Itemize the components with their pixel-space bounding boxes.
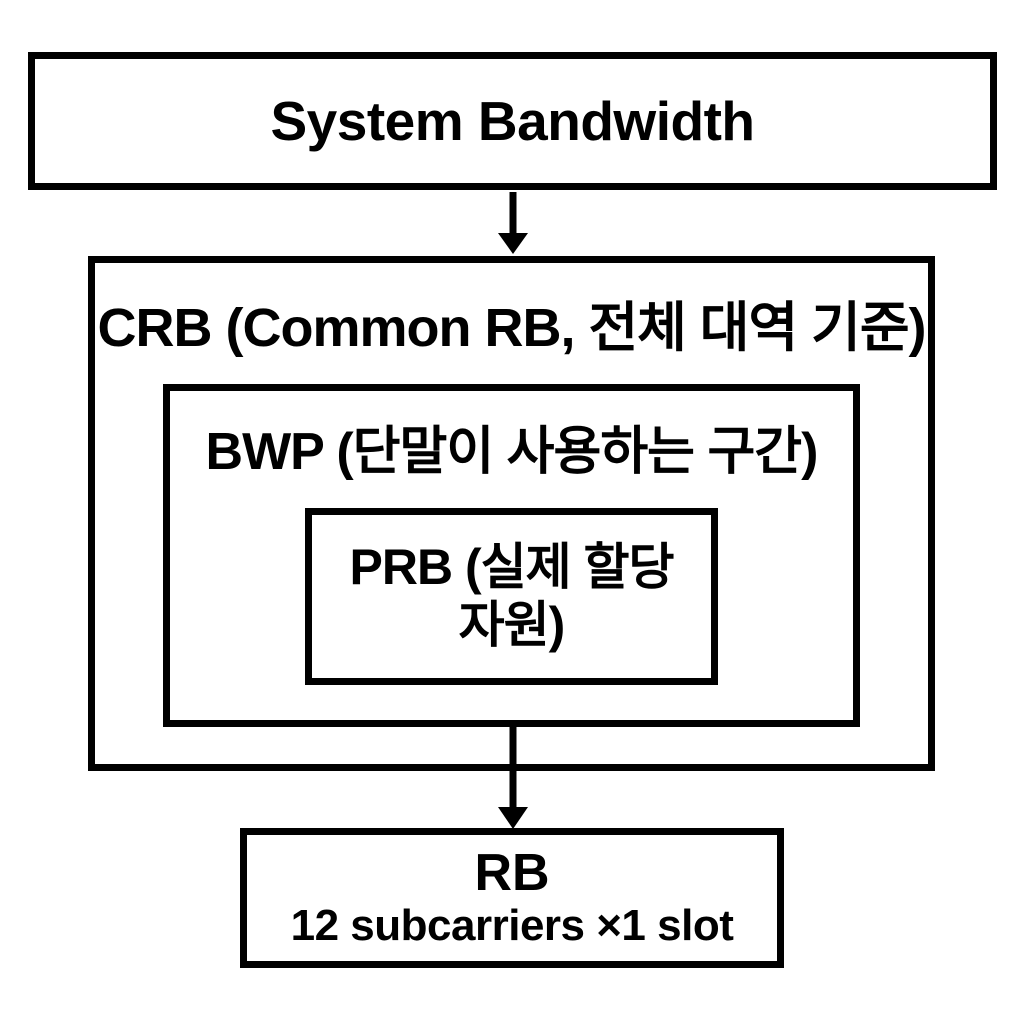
bwp-box: BWP (단말이 사용하는 구간) PRB (실제 할당 자원) [163,384,860,727]
down-arrow-system-to-crb [498,192,528,254]
rb-box: RB 12 subcarriers ×1 slot [240,828,784,968]
rb-subtitle: 12 subcarriers ×1 slot [290,901,734,951]
system-bandwidth-box: System Bandwidth [28,52,997,190]
system-bandwidth-label: System Bandwidth [270,90,755,152]
prb-box: PRB (실제 할당 자원) [305,508,718,685]
prb-label: PRB (실제 할당 자원) [349,539,675,653]
bwp-label: BWP (단말이 사용하는 구간) [205,423,819,481]
crb-box: CRB (Common RB, 전체 대역 기준) BWP (단말이 사용하는 … [88,256,935,771]
crb-label: CRB (Common RB, 전체 대역 기준) [97,298,926,358]
rb-title: RB [474,844,550,903]
